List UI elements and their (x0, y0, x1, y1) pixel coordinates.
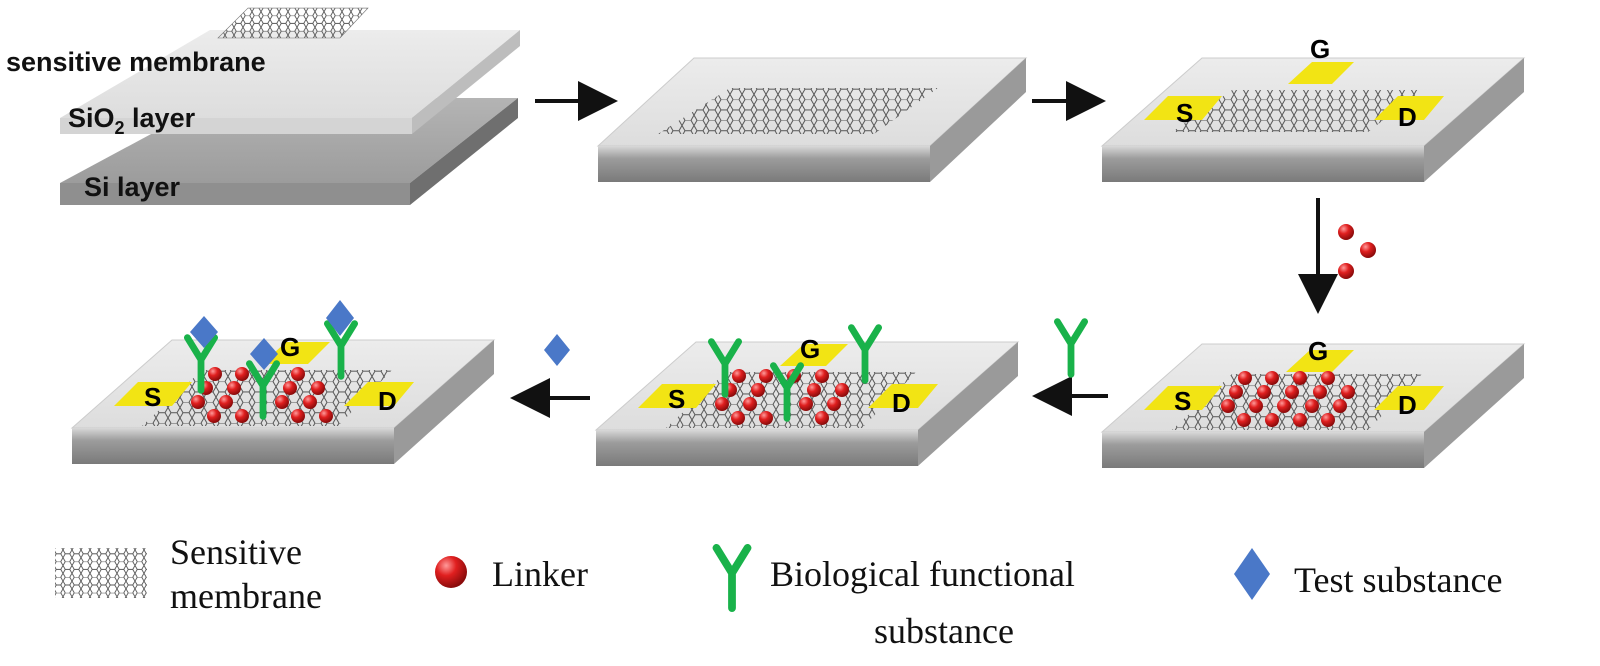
label-g: G (800, 334, 820, 364)
legend-test-swatch (1234, 548, 1270, 600)
linker-array (1221, 371, 1355, 427)
legend-membrane-line2: membrane (170, 576, 322, 616)
label-g: G (280, 332, 300, 362)
drain-electrode (1374, 96, 1444, 120)
legend-bio-line1: Biological functional (770, 554, 1075, 594)
label-d: D (378, 386, 397, 416)
label-s: S (1176, 98, 1193, 128)
membrane-sheet (217, 7, 369, 39)
drain-electrode (344, 382, 414, 406)
label-sensitive-membrane: sensitive membrane (6, 47, 266, 77)
legend-membrane-swatch (55, 548, 147, 598)
membrane-graphene (658, 88, 938, 134)
gate-electrode (1288, 62, 1354, 84)
step-4-linkers: S D G (1100, 336, 1526, 468)
label-s: S (1174, 386, 1191, 416)
test-substance-diamond (190, 316, 218, 348)
test-substance-diamond (250, 338, 278, 370)
gate-electrode (262, 342, 330, 364)
step-2-substrate (596, 57, 1028, 182)
test-reagent-diamond (544, 334, 570, 366)
bio-reagent-y (1057, 322, 1084, 375)
label-sio2-layer: SiO2 layer (68, 103, 196, 138)
legend-bio-swatch (716, 548, 747, 608)
legend-linker-swatch (435, 556, 467, 588)
sio2-layer-slab (60, 30, 520, 134)
linker-array (191, 367, 333, 423)
step-6-detection: S D G (70, 300, 496, 464)
legend-membrane-line1: Sensitive (170, 532, 302, 572)
drain-electrode (868, 384, 938, 408)
gate-electrode (1286, 350, 1354, 372)
source-electrode (1144, 386, 1222, 410)
legend: Sensitive membrane Linker Biological fun… (55, 532, 1502, 651)
step-1-layers: sensitive membrane SiO2 layer Si layer (6, 7, 520, 205)
step-3-electrodes: S D G (1100, 34, 1526, 182)
gate-electrode (780, 344, 848, 366)
source-electrode (1144, 96, 1222, 120)
legend-test-label: Test substance (1294, 560, 1502, 600)
label-d: D (1398, 390, 1417, 420)
label-d: D (892, 388, 911, 418)
label-d: D (1398, 102, 1417, 132)
source-electrode (638, 384, 716, 408)
label-g: G (1308, 336, 1328, 366)
label-g: G (1310, 34, 1330, 64)
source-electrode (114, 382, 192, 406)
step-5-antibodies: S D G (594, 328, 1020, 466)
label-si-layer: Si layer (84, 172, 181, 202)
membrane-graphene (1172, 90, 1422, 132)
label-s: S (668, 384, 685, 414)
linker-reagent (1338, 224, 1376, 279)
legend-bio-line2: substance (874, 611, 1014, 651)
legend-linker-label: Linker (492, 554, 588, 594)
drain-electrode (1374, 386, 1444, 410)
test-substance-diamond (326, 300, 354, 336)
label-s: S (144, 382, 161, 412)
